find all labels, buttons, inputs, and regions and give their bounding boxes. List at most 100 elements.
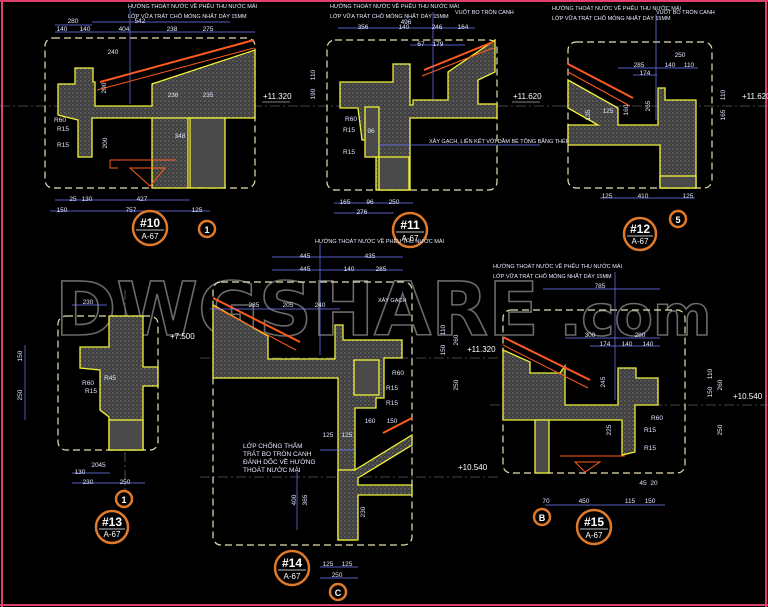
dimension-label: 250	[17, 389, 24, 400]
dimension-label: 225	[606, 424, 613, 435]
dimension-label: 165	[340, 199, 351, 206]
dimension-label: 300	[585, 332, 596, 339]
dimension-label: 348	[175, 133, 186, 140]
dimension-label: R60	[651, 415, 663, 422]
dimension-label: 285	[249, 302, 260, 309]
dimension-label: 250	[453, 379, 460, 390]
dimension-label: LỚP VỮA TRÁT CHỖ MỎNG NHẤT DÀY 15MM	[552, 15, 671, 22]
dimension-label: 25	[69, 196, 77, 203]
dimension-label: 96	[367, 128, 375, 135]
dimension-label: 160	[623, 104, 630, 115]
dimension-label: 20	[91, 462, 99, 469]
dimension-label: R15	[644, 427, 656, 434]
dimension-label: 5	[675, 215, 680, 225]
dimension-label: 450	[579, 498, 590, 505]
detail-tag-11[interactable]: #11 A-67	[391, 211, 429, 249]
detail-tag-12[interactable]: #12 A-67	[622, 216, 658, 252]
dimension-label: 45	[98, 462, 106, 469]
dimension-label: XÂY GẠCH, LIÊN KẾT VỚI DẦM BÊ TÔNG BẰNG …	[429, 137, 582, 145]
dimension-label: R60	[392, 370, 404, 377]
dimension-label: 404	[119, 26, 130, 33]
dimension-label: A-67	[632, 237, 649, 246]
dimension-label: 125	[323, 561, 334, 568]
dimension-label: 245	[600, 376, 607, 387]
elevation-label: +11.320	[263, 92, 292, 101]
dimension-label: 130	[82, 196, 93, 203]
dimension-label: 110	[440, 324, 447, 335]
dimension-label: 542	[135, 18, 146, 25]
dimension-label: #10	[140, 216, 160, 230]
grid-bubble-1b: 1	[114, 489, 134, 509]
grid-bubble-b: B	[532, 507, 552, 527]
detail-tag-13[interactable]: #13 A-67	[94, 509, 130, 545]
detail-tag-15[interactable]: #15 A-67	[575, 508, 613, 546]
dimension-label: R15	[343, 127, 355, 134]
dimension-label: 70	[542, 498, 550, 505]
dimension-label: HƯỚNG THOÁT NƯỚC VỀ PHỄU THU NƯỚC MÁI	[552, 5, 682, 12]
detail-10: HƯỚNG THOÁT NƯỚC VỀ PHỄU THU NƯỚC MÁI LỚ…	[0, 3, 300, 247]
dimension-label: 140	[57, 26, 68, 33]
dimension-label: 285	[634, 62, 645, 69]
dimension-label: 238	[168, 92, 179, 99]
dimension-label: 110	[310, 69, 317, 80]
dimension-label: 445	[300, 266, 311, 273]
dimension-label: R15	[386, 385, 398, 392]
dimension-label: B	[539, 513, 546, 523]
dimension-label: R60	[345, 116, 357, 123]
dimension-label: 265	[645, 100, 652, 111]
dimension-label: #13	[102, 515, 122, 529]
dimension-label: 150	[57, 207, 68, 214]
dimension-label: 230	[83, 479, 94, 486]
dimension-label: 230	[83, 299, 94, 306]
dimension-label: 356	[358, 24, 369, 31]
dimension-label: R60	[82, 380, 94, 387]
detail-tag-14[interactable]: #14 A-67	[273, 549, 311, 587]
dimension-label: +10.540	[733, 392, 763, 401]
dimension-label: 250	[332, 572, 343, 579]
dimension-label: 205	[283, 302, 294, 309]
dimension-label: R15	[57, 126, 69, 133]
dimension-label: ĐÁNH DỐC VỀ HƯỚNG	[243, 456, 316, 466]
dimension-label: 1	[204, 225, 209, 235]
dimension-label: 275	[203, 26, 214, 33]
dimension-label: THOÁT NƯỚC MÁI	[243, 465, 301, 474]
dimension-label: 235	[203, 92, 214, 99]
dimension-label: 130	[75, 469, 86, 476]
dimension-label: 496	[401, 19, 412, 26]
dimension-label: 125	[602, 193, 613, 200]
dimension-label: 20	[650, 480, 658, 487]
dimension-label: 400	[291, 494, 298, 505]
dimension-label: 1	[121, 495, 126, 505]
dimension-label: R15	[386, 400, 398, 407]
dimension-label: 150	[17, 350, 24, 361]
dimension-label: A-67	[284, 572, 301, 581]
dimension-label: 174	[600, 341, 611, 348]
dimension-label: 365	[302, 494, 309, 505]
dimension-label: 45	[639, 480, 647, 487]
dimension-label: 140	[643, 341, 654, 348]
dimension-label: 250	[675, 52, 686, 59]
dimension-label: 230	[360, 506, 367, 517]
dimension-label: +11.620	[742, 92, 768, 101]
dimension-label: 200	[101, 82, 108, 93]
dimension-label: A-67	[104, 530, 121, 539]
dimension-label: 125	[342, 432, 353, 439]
detail-tag-10[interactable]: #10 A-67	[131, 209, 169, 247]
dimension-label: 250	[389, 199, 400, 206]
dimension-label: HƯỚNG THOÁT NƯỚC VỀ PHỄU THU NƯỚC MÁI	[315, 238, 445, 245]
dimension-label: R15	[644, 445, 656, 452]
dimension-label: #11	[400, 218, 420, 232]
dimension-label: 240	[315, 302, 326, 309]
dimension-label: LỚP CHỐNG THẤM	[243, 440, 303, 450]
dimension-label: 240	[108, 49, 119, 56]
dimension-label: 757	[126, 207, 137, 214]
dimension-label: 140	[344, 266, 355, 273]
dimension-label: 140	[622, 341, 633, 348]
dimension-label: 140	[80, 26, 91, 33]
dimension-label: R45	[104, 375, 116, 382]
dimension-label: 140	[399, 24, 410, 31]
dimension-label: 140	[665, 62, 676, 69]
dimension-label: 280	[68, 18, 79, 25]
grid-bubble-1: 1	[197, 219, 217, 239]
